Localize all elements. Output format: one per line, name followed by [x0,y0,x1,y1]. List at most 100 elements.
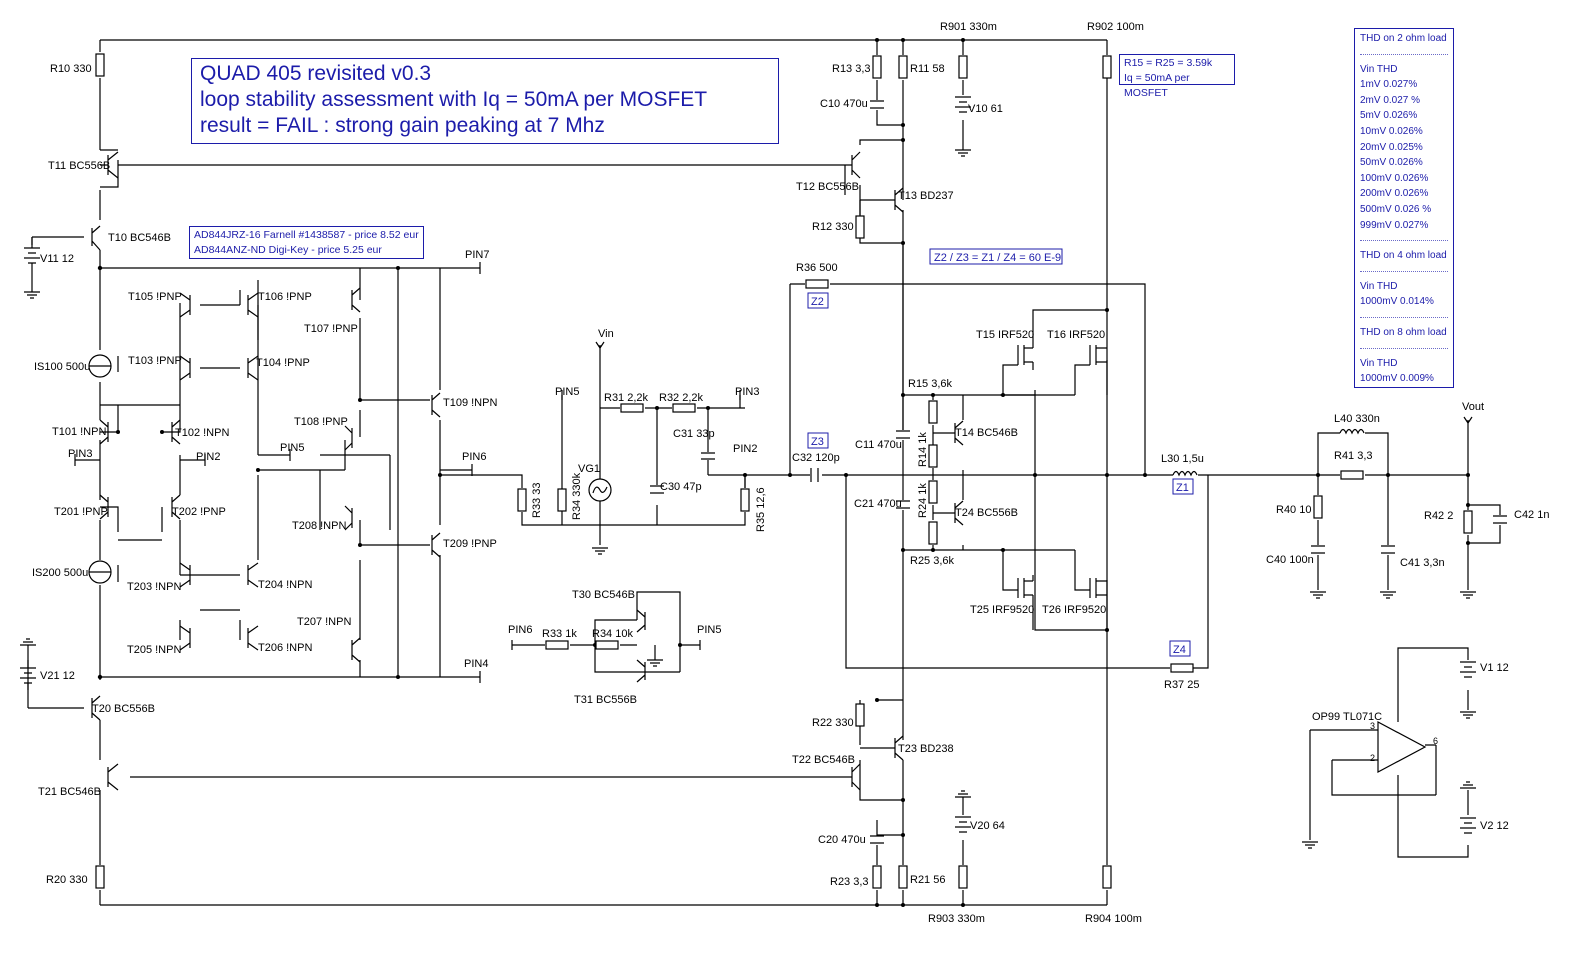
svg-text:T104 !PNP: T104 !PNP [256,357,310,369]
svg-text:R31 2,2k: R31 2,2k [604,392,649,404]
svg-text:R40 10: R40 10 [1276,504,1311,516]
svg-text:C10 470u: C10 470u [820,98,868,110]
resistor-r11 [898,55,908,79]
title-line: loop stability assessment with Iq = 50mA… [200,88,708,111]
resistor-r21 [898,865,908,889]
transistor-t206 [247,625,259,651]
svg-text:R32 2,2k: R32 2,2k [659,392,704,404]
resistor-r23 [872,865,882,889]
resistor-r22 [855,703,865,727]
thd-header: THD on 8 ohm load [1360,326,1447,338]
svg-text:PIN7: PIN7 [465,249,489,261]
svg-text:PIN2: PIN2 [196,451,220,463]
svg-text:T21 BC546B: T21 BC546B [38,786,101,798]
svg-text:C31 33p: C31 33p [673,428,715,440]
ground-icon [647,659,663,667]
transistor-t107 [351,287,361,313]
opamp-op99 [1377,721,1427,773]
svg-text:R11 58: R11 58 [910,63,945,75]
svg-text:2: 2 [1370,753,1375,763]
battery-v11 [24,237,40,270]
transistor-t201 [99,494,109,520]
capacitor-c20 [870,835,884,844]
title-line: result = FAIL : strong gain peaking at 7… [200,114,605,137]
svg-text:T15 IRF520: T15 IRF520 [976,329,1034,341]
svg-text:L40 330n: L40 330n [1334,413,1380,425]
svg-text:T203 !NPN: T203 !NPN [127,581,181,593]
note-line: Iq = 50mA per MOSFET [1124,72,1190,99]
resistor-r901 [958,55,968,79]
mosfet-t15 [1017,340,1034,370]
svg-text:C40 100n: C40 100n [1266,554,1314,566]
svg-text:V10 61: V10 61 [968,103,1003,115]
svg-text:T107 !PNP: T107 !PNP [304,323,358,335]
resistor-r31 [620,403,644,413]
svg-text:C41 3,3n: C41 3,3n [1400,557,1445,569]
transistor-t207 [351,637,361,663]
svg-text:T202 !PNP: T202 !PNP [172,506,226,518]
svg-text:T205 !NPN: T205 !NPN [127,644,181,656]
svg-text:T11 BC556B: T11 BC556B [48,160,110,172]
svg-text:R902 100m: R902 100m [1087,21,1144,33]
transistor-t13 [860,187,904,213]
resistor-r42 [1463,510,1473,534]
svg-text:PIN2: PIN2 [733,443,757,455]
svg-text:R12 330: R12 330 [812,221,854,233]
svg-text:Z2 / Z3 = Z1 / Z4 = 60 E-9: Z2 / Z3 = Z1 / Z4 = 60 E-9 [934,252,1061,264]
transistor-t30 [636,609,646,633]
transistor-t24 [933,500,964,526]
svg-text:R20 330: R20 330 [46,874,88,886]
thd-row: 50mV 0.026% [1360,157,1423,169]
capacitor-c11 [896,430,910,439]
svg-text:R33 33: R33 33 [531,483,543,518]
capacitor-c41 [1381,545,1395,554]
svg-text:R36 500: R36 500 [796,262,838,274]
svg-text:T31 BC556B: T31 BC556B [574,694,637,706]
transistor-t104 [247,355,259,381]
junction-dots [97,38,1470,907]
mosfet-t26 [1089,578,1107,598]
svg-text:R901 330m: R901 330m [940,21,997,33]
mosfet-t25 [1017,575,1034,610]
thd-row: 100mV 0.026% [1360,172,1429,184]
thd-row: 5mV 0.026% [1360,110,1418,122]
transistor-t22 [845,763,861,791]
capacitor-c40 [1311,545,1325,554]
svg-text:C11 470u: C11 470u [855,439,902,451]
svg-text:T207 !NPN: T207 !NPN [297,616,351,628]
transistor-t109 [431,392,441,418]
svg-text:T201 !PNP: T201 !PNP [54,506,108,518]
svg-text:6: 6 [1433,736,1438,746]
capacitor-c31 [701,452,715,460]
battery-v1 [1460,661,1476,678]
resistors [95,53,1473,889]
capacitor-c42 [1493,515,1507,524]
resistor-r35 [740,488,750,512]
capacitor-c21 [896,500,910,509]
transistor-t20 [91,695,101,721]
resistor-r12 [855,215,865,239]
svg-text:T14 BC546B: T14 BC546B [955,427,1018,439]
svg-text:T102 !NPN: T102 !NPN [175,427,229,439]
svg-text:T105 !PNP: T105 !PNP [128,291,182,303]
svg-text:PIN5: PIN5 [697,624,721,636]
svg-text:R34 330k: R34 330k [571,472,583,520]
inductor-l30 [1172,470,1198,477]
transistor-t31 [636,659,646,683]
transistors [91,151,1107,791]
svg-text:T20 BC556B: T20 BC556B [92,703,155,715]
bias-note: R15 = R25 = 3.59k Iq = 50mA per MOSFET [1119,54,1235,99]
svg-text:R903 330m: R903 330m [928,913,985,925]
resistor-r34b [595,640,619,650]
transistor-t105 [179,292,191,318]
svg-text:R10 330: R10 330 [50,63,92,75]
svg-text:IS200 500u: IS200 500u [32,567,88,579]
thd-row: 1000mV 0.014% [1360,296,1434,308]
svg-text:C20 470u: C20 470u [818,834,866,846]
svg-text:R35 12,6: R35 12,6 [755,487,767,532]
resistor-r40 [1313,495,1323,519]
resistor-r10 [95,53,105,77]
svg-text:V2 12: V2 12 [1480,820,1509,832]
svg-text:C30 47p: C30 47p [660,481,702,493]
